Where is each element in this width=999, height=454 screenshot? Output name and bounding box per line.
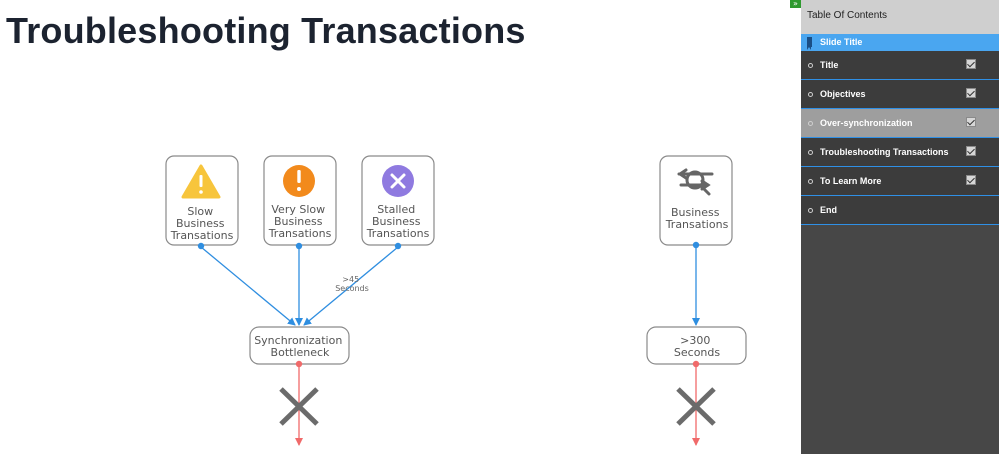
- bullet-icon: [808, 92, 813, 97]
- checkbox-checked-icon: [966, 146, 976, 156]
- connector-slow: [200, 246, 296, 326]
- connector-dot: [394, 242, 402, 250]
- checkbox-checked-icon: [966, 175, 976, 185]
- connector-stalled: [303, 246, 399, 326]
- table-of-contents-panel: Table Of Contents Slide Title Title Obje…: [801, 0, 999, 454]
- connector-dot: [692, 241, 700, 249]
- bullet-icon: [808, 150, 813, 155]
- bookmark-icon: [807, 37, 812, 50]
- toc-item-label: Troubleshooting Transactions: [820, 147, 949, 157]
- connector-dot: [295, 242, 303, 250]
- toc-header: Table Of Contents: [801, 0, 999, 34]
- connector-dot: [197, 242, 205, 250]
- x-circle-icon: [382, 165, 414, 197]
- toc-item-label: Over-synchronization: [820, 118, 913, 128]
- sync-bottleneck-label: Synchronization Bottleneck: [254, 334, 346, 359]
- toc-slide-title-label: Slide Title: [820, 37, 863, 47]
- toc-item-over-synchronization[interactable]: Over-synchronization: [801, 109, 999, 138]
- toc-item-objectives[interactable]: Objectives: [801, 80, 999, 109]
- slide-title: Troubleshooting Transactions: [6, 10, 526, 51]
- exclamation-icon: [283, 165, 315, 197]
- expand-toc-icon[interactable]: »: [790, 0, 801, 8]
- node-very-slow-label: Very Slow Business Transations: [268, 203, 332, 240]
- blocked-x-icon: [279, 387, 319, 426]
- checkbox-checked-icon: [966, 59, 976, 69]
- threshold-label: >300 Seconds: [674, 334, 720, 359]
- bullet-icon: [808, 179, 813, 184]
- transaction-diagram: Slow Business Transations Very Slow Busi…: [165, 155, 747, 446]
- search-transfer-icon: [677, 168, 714, 196]
- toc-item-label: Objectives: [820, 89, 866, 99]
- failure-dot: [295, 360, 303, 368]
- toc-item-title[interactable]: Title: [801, 51, 999, 80]
- node-stalled-label: Stalled Business Transations: [366, 203, 430, 240]
- failure-dot: [692, 360, 700, 368]
- toc-item-label: End: [820, 205, 837, 215]
- toc-item-label: To Learn More: [820, 176, 882, 186]
- blocked-x-icon: [676, 387, 716, 426]
- bullet-icon: [808, 121, 813, 126]
- warning-icon: [181, 164, 221, 199]
- toc-item-label: Title: [820, 60, 839, 70]
- bullet-icon: [808, 63, 813, 68]
- node-business: [659, 155, 733, 246]
- checkbox-checked-icon: [966, 117, 976, 127]
- checkbox-checked-icon: [966, 88, 976, 98]
- toc-item-end[interactable]: End: [801, 196, 999, 225]
- node-slow-label: Slow Business Transations: [170, 205, 234, 242]
- node-business-label: Business Transations: [665, 206, 729, 231]
- toc-slide-title: Slide Title: [801, 34, 999, 51]
- slide-canvas: Troubleshooting Transactions: [6, 10, 747, 446]
- bullet-icon: [808, 208, 813, 213]
- threshold-annotation: >45 Seconds: [335, 275, 369, 293]
- toc-item-troubleshooting-transactions[interactable]: Troubleshooting Transactions: [801, 138, 999, 167]
- toc-item-to-learn-more[interactable]: To Learn More: [801, 167, 999, 196]
